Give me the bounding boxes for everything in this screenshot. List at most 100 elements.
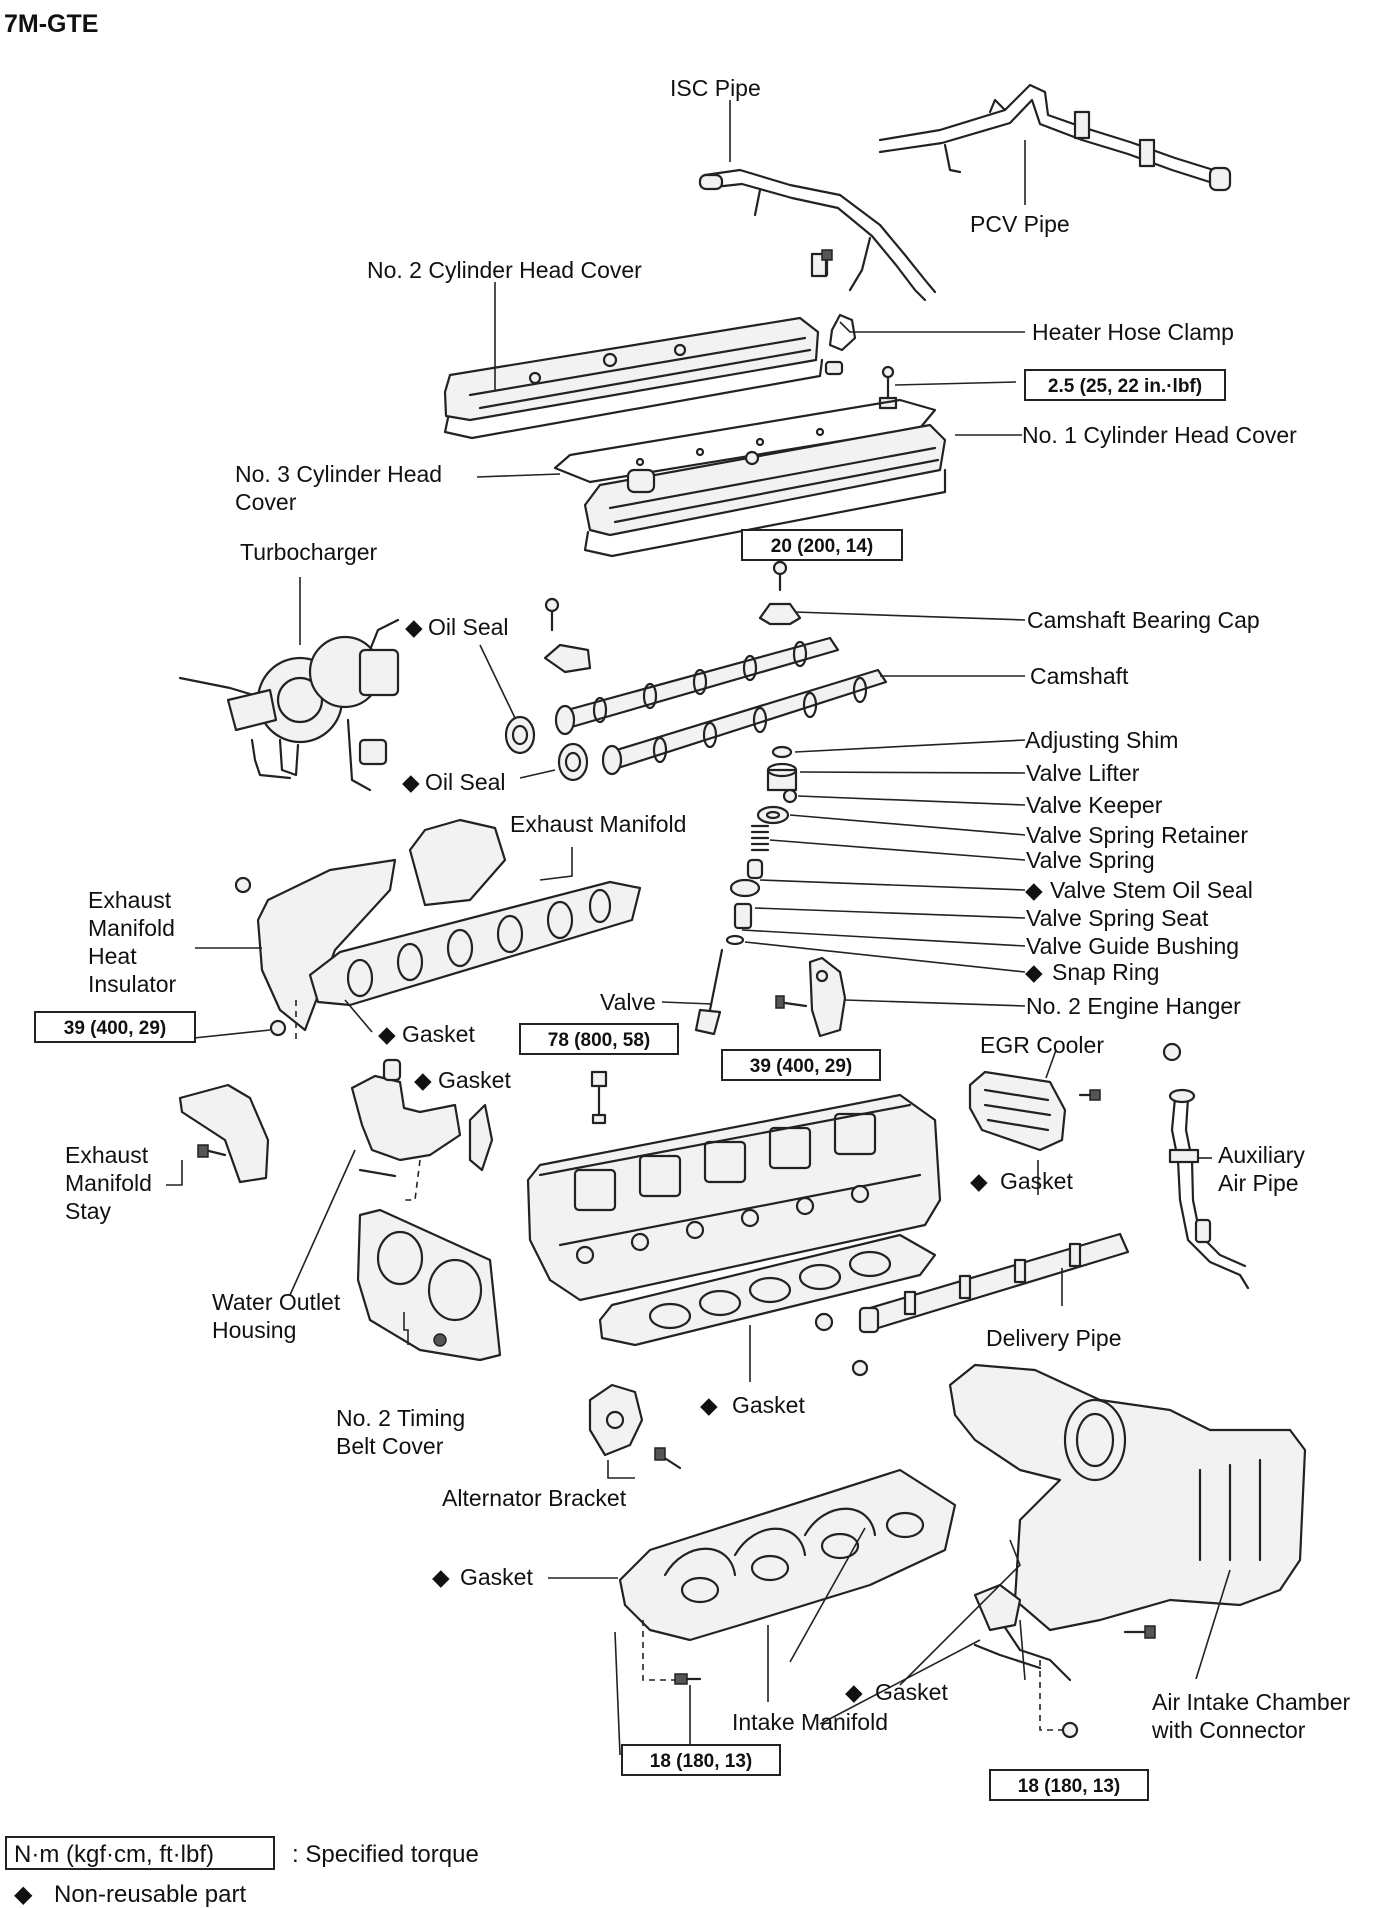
svg-text:◆: ◆ — [402, 769, 420, 795]
legend: N·m (kgf·cm, ft·lbf) : Specified torque … — [5, 1836, 479, 1908]
label-no2-engine-hanger: No. 2 Engine Hanger — [1026, 993, 1241, 1019]
svg-text:Exhaust: Exhaust — [88, 887, 172, 913]
svg-text:Water Outlet: Water Outlet — [212, 1289, 341, 1315]
label-air-intake-chamber: Air Intake Chamber with Connector — [1151, 1689, 1350, 1743]
air-intake-chamber-drawing — [948, 1363, 1307, 1739]
svg-text:Non-reusable part: Non-reusable part — [54, 1881, 246, 1908]
turbocharger-drawing — [178, 618, 400, 792]
label-oil-seal-bottom: ◆ Oil Seal — [402, 769, 506, 795]
no3-cylinder-head-cover-gasket-drawing — [553, 398, 937, 484]
svg-text:20 (200, 14): 20 (200, 14) — [771, 536, 873, 557]
svg-text:Stay: Stay — [65, 1198, 112, 1224]
svg-text:39 (400, 29): 39 (400, 29) — [750, 1056, 852, 1077]
svg-text:◆: ◆ — [414, 1067, 432, 1093]
label-exhaust-manifold-heat-insulator: Exhaust Manifold Heat Insulator — [88, 887, 177, 997]
svg-text:No. 2 Timing: No. 2 Timing — [336, 1405, 465, 1431]
egr-cooler-drawing — [968, 1042, 1182, 1152]
svg-text:◆: ◆ — [405, 614, 423, 640]
svg-text:Valve Stem Oil Seal: Valve Stem Oil Seal — [1050, 877, 1253, 903]
label-gasket-egr: ◆ Gasket — [970, 1168, 1073, 1194]
exhaust-manifold-drawing — [308, 880, 642, 1007]
no2-timing-belt-cover-drawing — [356, 1208, 502, 1362]
svg-text:Gasket: Gasket — [875, 1679, 948, 1705]
label-auxiliary-air-pipe: Auxiliary Air Pipe — [1218, 1142, 1305, 1196]
oil-seals-drawing — [504, 715, 589, 782]
svg-text:N·m (kgf·cm, ft·lbf): N·m (kgf·cm, ft·lbf) — [14, 1841, 214, 1868]
svg-text:Manifold: Manifold — [88, 915, 175, 941]
label-egr-cooler: EGR Cooler — [980, 1032, 1104, 1058]
svg-text:Oil Seal: Oil Seal — [425, 769, 506, 795]
svg-text:Gasket: Gasket — [460, 1564, 533, 1590]
label-adjusting-shim: Adjusting Shim — [1025, 727, 1178, 753]
svg-text:Manifold: Manifold — [65, 1170, 152, 1196]
svg-text:◆: ◆ — [14, 1881, 33, 1908]
label-no1-cylinder-head-cover: No. 1 Cylinder Head Cover — [1022, 422, 1297, 448]
label-gasket-intake: ◆ Gasket — [432, 1564, 533, 1590]
svg-text:Belt Cover: Belt Cover — [336, 1433, 444, 1459]
label-heater-hose-clamp: Heater Hose Clamp — [1032, 319, 1234, 345]
svg-text:◆: ◆ — [1025, 877, 1043, 903]
svg-text:Air Pipe: Air Pipe — [1218, 1170, 1299, 1196]
label-no3-cylinder-head-cover-2: Cover — [235, 489, 297, 515]
bearing-cap-bolt-drawing — [543, 560, 802, 674]
camshaft-drawing — [554, 636, 888, 776]
label-valve-guide-bushing: Valve Guide Bushing — [1026, 933, 1239, 959]
svg-text:◆: ◆ — [432, 1564, 450, 1590]
exhaust-manifold-heat-insulator-drawing — [234, 818, 507, 1032]
svg-text:Insulator: Insulator — [88, 971, 177, 997]
svg-text:: Specified torque: : Specified torque — [292, 1841, 479, 1868]
diagram-title: 7M-GTE — [4, 10, 98, 38]
cylinder-head-gasket-drawing — [598, 1233, 937, 1347]
svg-text:with Connector: with Connector — [1151, 1717, 1306, 1743]
svg-text:Housing: Housing — [212, 1317, 296, 1343]
label-valve-spring-seat: Valve Spring Seat — [1026, 905, 1209, 931]
svg-text:18 (180, 13): 18 (180, 13) — [650, 1751, 752, 1772]
svg-text:Exhaust: Exhaust — [65, 1142, 149, 1168]
svg-text:Oil Seal: Oil Seal — [428, 614, 509, 640]
head-bolt-drawing — [590, 1070, 608, 1125]
label-valve-keeper: Valve Keeper — [1026, 792, 1163, 818]
legend-nonreusable: ◆ Non-reusable part — [14, 1881, 246, 1908]
delivery-pipe-drawing — [814, 1232, 1130, 1377]
leader-lines — [166, 100, 1231, 1756]
svg-text:Gasket: Gasket — [402, 1021, 475, 1047]
svg-text:Gasket: Gasket — [1000, 1168, 1073, 1194]
cylinder-head-drawing — [526, 1093, 942, 1302]
intake-manifold-drawing — [618, 1468, 957, 1685]
torque-engine-hanger-bolt: 39 (400, 29) — [721, 1049, 881, 1081]
label-camshaft: Camshaft — [1030, 663, 1129, 689]
exhaust-manifold-stay-drawing — [178, 1083, 270, 1184]
valve-train-drawing — [694, 745, 798, 1036]
no1-cylinder-head-cover-drawing — [583, 423, 947, 558]
svg-text:2.5 (25, 22 in.·lbf): 2.5 (25, 22 in.·lbf) — [1048, 376, 1202, 397]
label-pcv-pipe: PCV Pipe — [970, 211, 1070, 237]
label-no2-timing-belt-cover: No. 2 Timing Belt Cover — [336, 1405, 465, 1459]
svg-text:18 (180, 13): 18 (180, 13) — [1018, 1776, 1120, 1797]
label-valve-lifter: Valve Lifter — [1026, 760, 1140, 786]
label-valve: Valve — [600, 989, 656, 1015]
label-camshaft-bearing-cap: Camshaft Bearing Cap — [1027, 607, 1260, 633]
label-gasket-chamber: ◆ Gasket — [845, 1679, 948, 1705]
svg-text:◆: ◆ — [970, 1168, 988, 1194]
torque-heater-clamp-bolt: 2.5 (25, 22 in.·lbf) — [1024, 369, 1226, 401]
heat-insulator-nut-drawing — [269, 1000, 297, 1040]
svg-text:Auxiliary: Auxiliary — [1218, 1142, 1305, 1168]
svg-text:Heat: Heat — [88, 943, 137, 969]
svg-text:Gasket: Gasket — [732, 1392, 805, 1418]
isc-pipe-drawing — [698, 168, 937, 302]
svg-text:◆: ◆ — [845, 1679, 863, 1705]
svg-text:Gasket: Gasket — [438, 1067, 511, 1093]
label-no2-cylinder-head-cover: No. 2 Cylinder Head Cover — [367, 257, 642, 283]
label-gasket-exhaust: ◆ Gasket — [378, 1021, 475, 1047]
no2-cylinder-head-cover-drawing — [443, 316, 824, 440]
svg-text:◆: ◆ — [1025, 959, 1043, 985]
legend-torque: N·m (kgf·cm, ft·lbf) : Specified torque — [5, 1836, 479, 1870]
svg-text:Snap Ring: Snap Ring — [1052, 959, 1159, 985]
label-valve-stem-oil-seal: ◆ Valve Stem Oil Seal — [1025, 877, 1253, 903]
label-gasket-head: ◆ Gasket — [700, 1392, 805, 1418]
label-delivery-pipe: Delivery Pipe — [986, 1325, 1122, 1351]
water-outlet-housing-drawing — [350, 1058, 494, 1201]
label-oil-seal-top: ◆ Oil Seal — [405, 614, 509, 640]
pcv-pipe-drawing — [878, 83, 1232, 192]
